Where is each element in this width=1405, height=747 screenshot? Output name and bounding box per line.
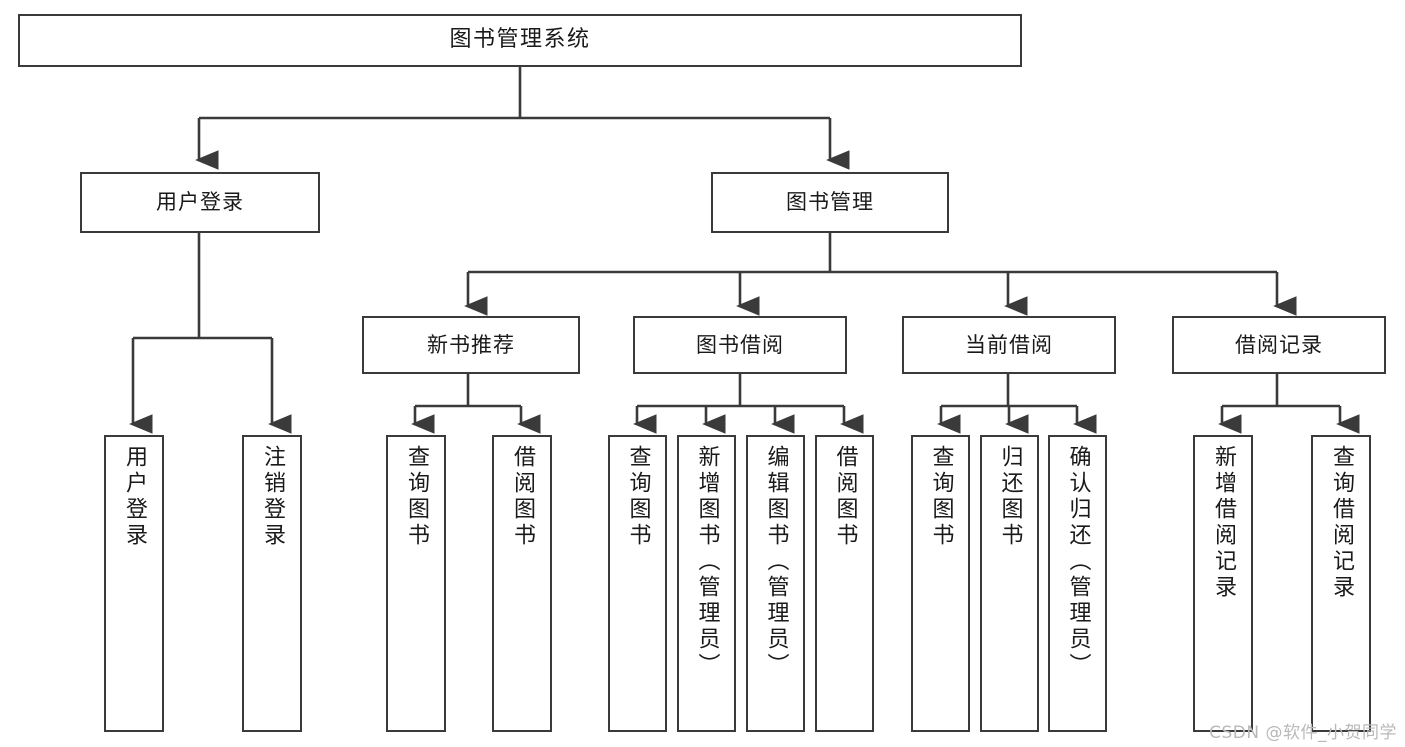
node-current-borrow[interactable]: 当前借阅 xyxy=(902,316,1116,374)
node-label: 查询图书 xyxy=(404,445,429,549)
leaf-book-borrow-edit-book-admin[interactable]: 编辑图书（管理员） xyxy=(746,435,805,732)
node-label: 新书推荐 xyxy=(427,332,515,357)
node-label: 用户登录 xyxy=(122,445,147,549)
node-label: 图书借阅 xyxy=(696,332,784,357)
node-label: 借阅图书 xyxy=(510,445,535,549)
leaf-book-borrow-add-book-admin[interactable]: 新增图书（管理员） xyxy=(677,435,736,732)
node-book-borrow[interactable]: 图书借阅 xyxy=(633,316,847,374)
node-label: 查询图书 xyxy=(625,445,651,549)
node-label: 编辑图书（管理员） xyxy=(763,445,789,679)
node-label: 图书管理系统 xyxy=(449,27,591,53)
leaf-user-login-login[interactable]: 用户登录 xyxy=(104,435,164,732)
leaf-borrow-record-query-record[interactable]: 查询借阅记录 xyxy=(1311,435,1371,732)
node-borrow-record[interactable]: 借阅记录 xyxy=(1172,316,1386,374)
node-label: 借阅图书 xyxy=(832,445,858,549)
node-book-management[interactable]: 图书管理 xyxy=(711,172,949,233)
leaf-new-book-query-book[interactable]: 查询图书 xyxy=(386,435,446,732)
node-label: 图书管理 xyxy=(786,190,874,215)
leaf-book-borrow-query-book[interactable]: 查询图书 xyxy=(608,435,667,732)
node-label: 注销登录 xyxy=(260,445,285,549)
leaf-borrow-record-add-record[interactable]: 新增借阅记录 xyxy=(1193,435,1253,732)
node-label: 新增借阅记录 xyxy=(1211,445,1236,601)
leaf-new-book-borrow-book[interactable]: 借阅图书 xyxy=(492,435,552,732)
node-label: 新增图书（管理员） xyxy=(694,445,720,679)
node-label: 当前借阅 xyxy=(965,332,1053,357)
leaf-current-borrow-confirm-return-admin[interactable]: 确认归还（管理员） xyxy=(1048,435,1107,732)
node-new-book-recommendation[interactable]: 新书推荐 xyxy=(362,316,580,374)
leaf-current-borrow-return-book[interactable]: 归还图书 xyxy=(980,435,1039,732)
node-label: 借阅记录 xyxy=(1235,332,1323,357)
leaf-user-login-logout[interactable]: 注销登录 xyxy=(242,435,302,732)
watermark: CSDN @软件_小贺同学 xyxy=(1209,723,1397,743)
node-root-book-management-system[interactable]: 图书管理系统 xyxy=(18,14,1022,67)
node-label: 归还图书 xyxy=(997,445,1023,549)
node-user-login[interactable]: 用户登录 xyxy=(80,172,320,233)
leaf-book-borrow-borrow-book[interactable]: 借阅图书 xyxy=(815,435,874,732)
node-label: 确认归还（管理员） xyxy=(1065,445,1091,679)
leaf-current-borrow-query-book[interactable]: 查询图书 xyxy=(911,435,970,732)
node-label: 查询借阅记录 xyxy=(1329,445,1354,601)
node-label: 用户登录 xyxy=(156,190,244,215)
node-label: 查询图书 xyxy=(928,445,954,549)
